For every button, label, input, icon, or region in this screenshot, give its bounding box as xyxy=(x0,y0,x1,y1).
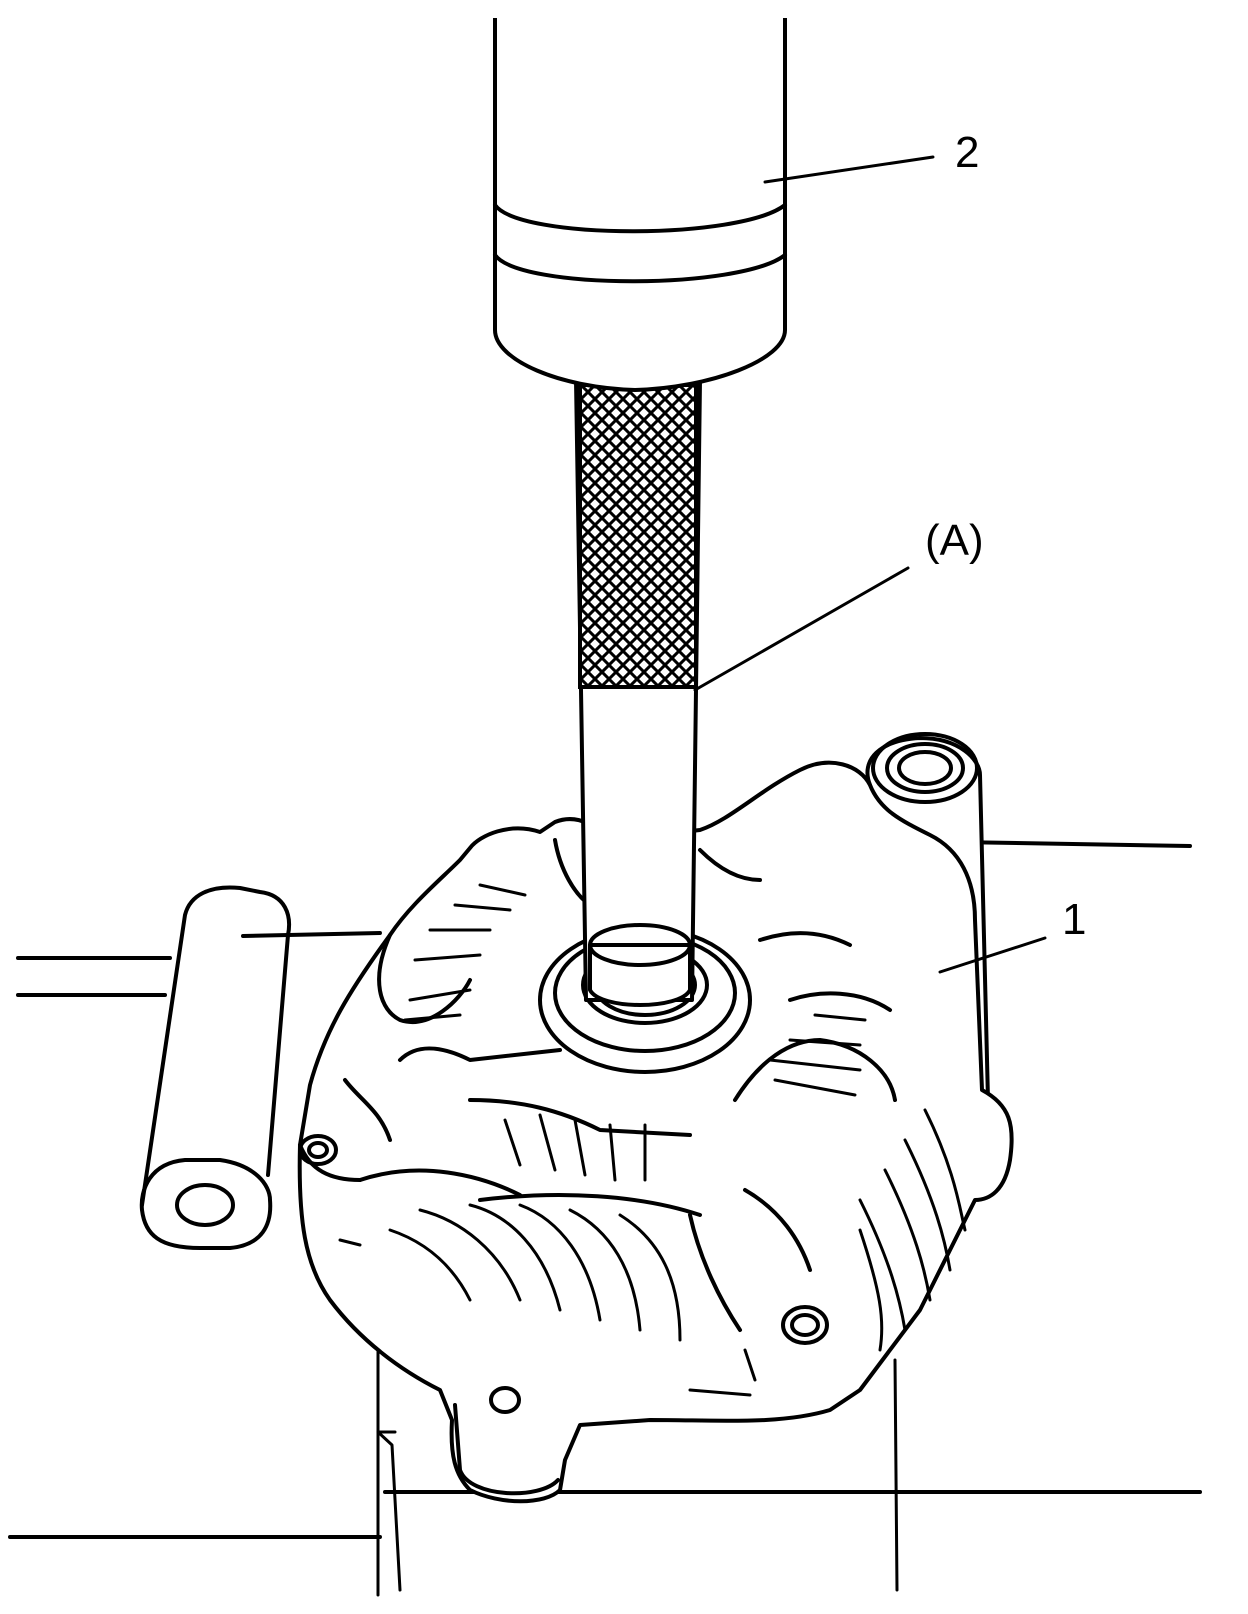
callout-label-A: (A) xyxy=(925,516,984,565)
press-ram xyxy=(493,18,787,392)
left-mounting-lug xyxy=(139,885,382,1250)
press-shaft xyxy=(574,378,702,1007)
callout-label-2: 2 xyxy=(955,128,979,177)
cooling-fins xyxy=(338,883,967,1397)
leader-lines xyxy=(693,155,1047,974)
callout-label-1: 1 xyxy=(1062,895,1086,944)
